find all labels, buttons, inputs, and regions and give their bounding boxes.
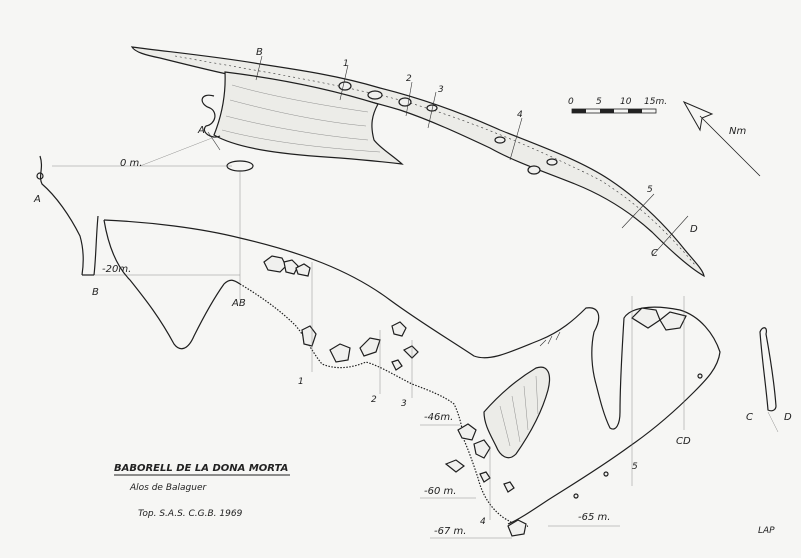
plan-boulder xyxy=(527,165,541,175)
section-cd-outline xyxy=(759,327,777,412)
plan-boulder xyxy=(338,81,352,91)
scale-tick-0: 0 xyxy=(568,97,574,107)
plan-number-4: 4 xyxy=(517,110,523,120)
profile-boulder xyxy=(457,423,477,441)
profile-number-3: 3 xyxy=(401,399,407,409)
zero-leader-line xyxy=(139,137,213,167)
plan-label-c: C xyxy=(651,248,658,259)
section-ab-right-wall xyxy=(93,215,99,276)
plan-left-appendix xyxy=(201,94,221,138)
profile-boulder xyxy=(631,307,661,329)
plan-section-line-2 xyxy=(405,81,413,117)
map-credit: Top. S.A.S. C.G.B. 1969 xyxy=(138,509,243,519)
cross-section-ab xyxy=(36,155,99,276)
section-ab-marker xyxy=(36,172,44,180)
profile-boulder xyxy=(503,481,515,493)
profile-boulder xyxy=(444,459,465,473)
profile-boulder xyxy=(301,325,317,347)
plan-section-line-5 xyxy=(621,193,655,229)
section-ab-label-a: A xyxy=(33,194,41,205)
profile-boulder xyxy=(697,373,703,379)
plan-gallery-centerline xyxy=(174,55,696,266)
profile-boulder xyxy=(391,321,407,337)
cross-section-cd xyxy=(759,327,779,433)
plan-label-d: D xyxy=(690,224,698,235)
depth-label-67: -67 m. xyxy=(434,526,466,537)
plan-boulder xyxy=(367,90,383,100)
section-ab-label-b: B xyxy=(92,287,99,298)
plan-contour-4 xyxy=(221,129,381,153)
plan-contour-2 xyxy=(229,99,367,127)
profile-boulder xyxy=(507,519,527,537)
profile-boulder xyxy=(295,263,311,277)
scale-tick-15: 15m. xyxy=(644,97,667,107)
plan-boulder xyxy=(546,158,558,166)
profile-boulder xyxy=(329,343,351,363)
plan-label-b: B xyxy=(256,47,263,58)
profile-floor xyxy=(239,283,529,528)
plan-contour-1 xyxy=(231,84,369,113)
plan-section-line-cd xyxy=(651,215,689,257)
plan-section-line-b xyxy=(255,55,263,81)
section-cd-leader xyxy=(767,411,779,433)
plan-boulder xyxy=(494,136,506,144)
projection-lines xyxy=(52,137,241,300)
profile-boulder xyxy=(659,311,687,331)
plan-number-1: 1 xyxy=(343,59,349,69)
depth-label-65: -65 m. xyxy=(578,512,610,523)
profile-boulder xyxy=(573,493,579,499)
plan-section-line-a xyxy=(207,131,221,151)
profile-boulder xyxy=(359,337,381,357)
plan-section-line-1 xyxy=(339,64,349,101)
profile-label-ab: AB xyxy=(231,298,246,309)
wall-hatch xyxy=(539,331,561,347)
section-cd-label-c: C xyxy=(746,412,753,423)
profile-label-cd: CD xyxy=(676,436,691,447)
profile-number-1: 1 xyxy=(298,377,304,387)
profile-pillar xyxy=(483,366,551,459)
plan-section-line-4 xyxy=(509,117,523,161)
plan-gallery-outline xyxy=(130,46,705,278)
profile-boulder xyxy=(473,439,491,459)
profile-number-2: 2 xyxy=(371,395,377,405)
pillar-hatching xyxy=(499,375,539,447)
north-arrow-icon xyxy=(682,100,761,177)
depth-label-60: -60 m. xyxy=(424,486,456,497)
plan-section-line-3 xyxy=(427,91,437,129)
profile-boulder xyxy=(603,471,609,477)
depth-label-0: 0 m. xyxy=(120,158,142,169)
north-label: Nm xyxy=(729,126,746,137)
plan-number-3: 3 xyxy=(438,85,444,95)
profile-number-4: 4 xyxy=(480,517,486,527)
section-cd-label-d: D xyxy=(784,412,792,423)
profile-ceiling xyxy=(103,219,721,525)
map-location: Alos de Balaguer xyxy=(129,483,207,493)
map-title: BABORELL DE LA DONA MORTA xyxy=(114,463,288,474)
profile-boulder xyxy=(283,259,299,275)
profile-boulder xyxy=(479,471,491,483)
plan-contour-3 xyxy=(225,115,369,141)
scale-tick-10: 10 xyxy=(620,97,632,107)
depth-label-46: -46m. xyxy=(424,412,453,423)
depth-label-20: -20m. xyxy=(102,264,131,275)
plan-view: B A C D 1 2 3 4 5 xyxy=(130,46,705,278)
plan-number-2: 2 xyxy=(406,74,412,84)
section-ab-left-wall xyxy=(39,155,84,276)
scale-bar xyxy=(571,108,657,114)
scale-tick-5: 5 xyxy=(596,97,602,107)
profile-boulder xyxy=(402,345,419,359)
plan-number-5: 5 xyxy=(647,185,653,195)
profile-left-lobe xyxy=(103,219,241,350)
profile-boulder xyxy=(263,255,287,273)
profile-view: AB CD 1 2 3 4 5 -46m. -60 m. -67 m. -65 … xyxy=(103,219,721,539)
profile-boulder xyxy=(391,359,403,371)
profile-number-5: 5 xyxy=(632,462,638,472)
author-initials: LAP xyxy=(758,526,775,536)
plan-label-a: A xyxy=(197,125,205,136)
